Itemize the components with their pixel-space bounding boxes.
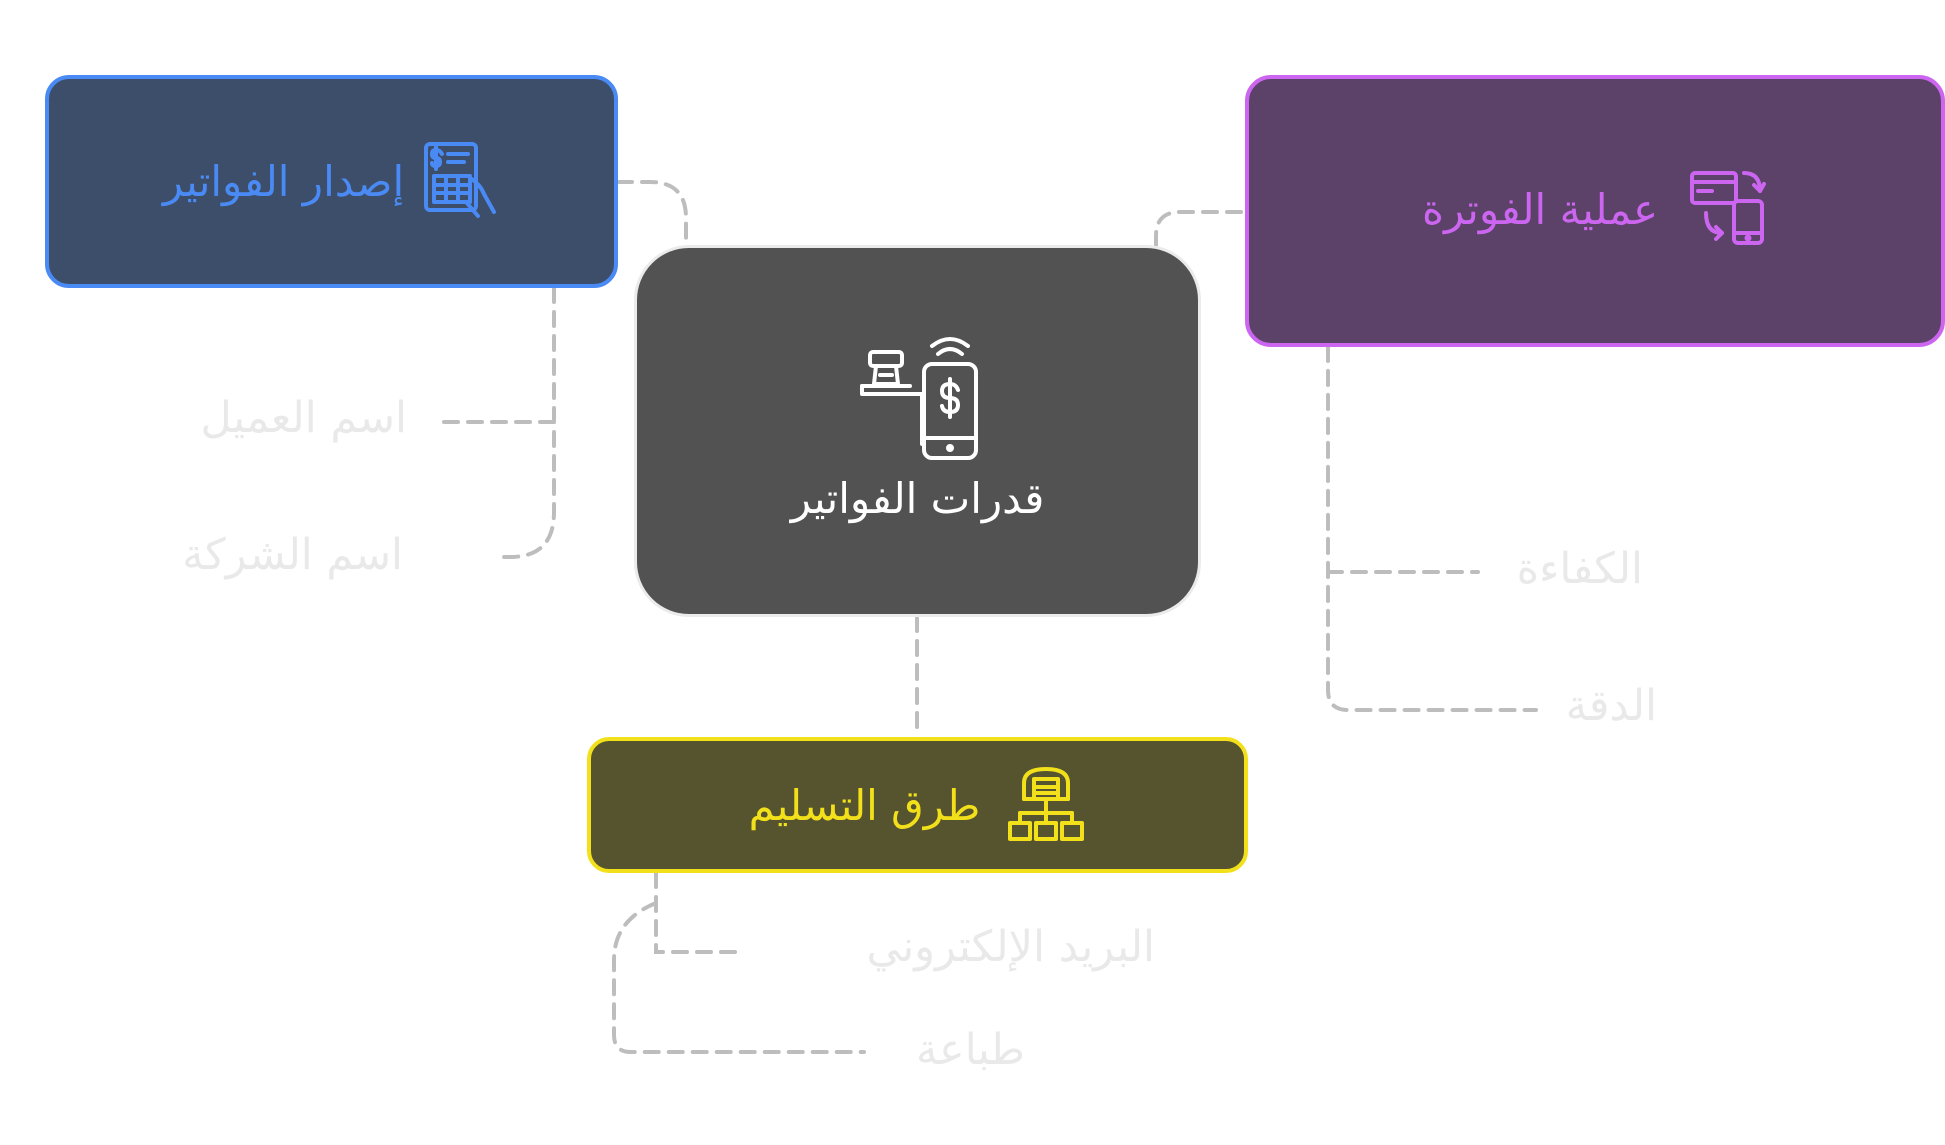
branch-title: طرق التسليم [748, 780, 981, 830]
leaf-accuracy: الدقة [1565, 681, 1657, 731]
branch-title: إصدار الفواتير [162, 157, 405, 206]
leaf-company-name: اسم الشركة [182, 530, 403, 580]
leaf-efficiency: الكفاءة [1516, 544, 1643, 594]
invoice-hand-calculator-icon [420, 140, 500, 224]
leaf-customer-name: اسم العميل [200, 393, 407, 443]
connector-process-leaf-1 [1326, 345, 1538, 712]
delivery-network-icon [1006, 763, 1086, 847]
connector-center-issuing [616, 180, 688, 247]
leaf-print: طباعة [915, 1025, 1025, 1075]
branch-invoicing-process[interactable]: عملية الفوترة [1245, 75, 1945, 347]
connector-delivery-leaf-1 [654, 871, 744, 954]
leaf-email: البريد الإلكتروني [866, 922, 1155, 972]
connector-delivery-leaf-2 [612, 901, 866, 1054]
branch-title: عملية الفوترة [1421, 184, 1659, 234]
card-phone-transfer-icon [1688, 167, 1768, 251]
branch-invoice-issuing[interactable]: إصدار الفواتير [45, 75, 618, 288]
connector-center-process [1154, 210, 1243, 247]
connector-issuing-leaf-1 [494, 286, 556, 559]
cash-register-mobile-payment-icon [856, 334, 980, 464]
branch-delivery-methods[interactable]: طرق التسليم [587, 737, 1248, 873]
center-node[interactable]: قدرات الفواتير [634, 245, 1201, 617]
center-title: قدرات الفواتير [790, 473, 1045, 523]
